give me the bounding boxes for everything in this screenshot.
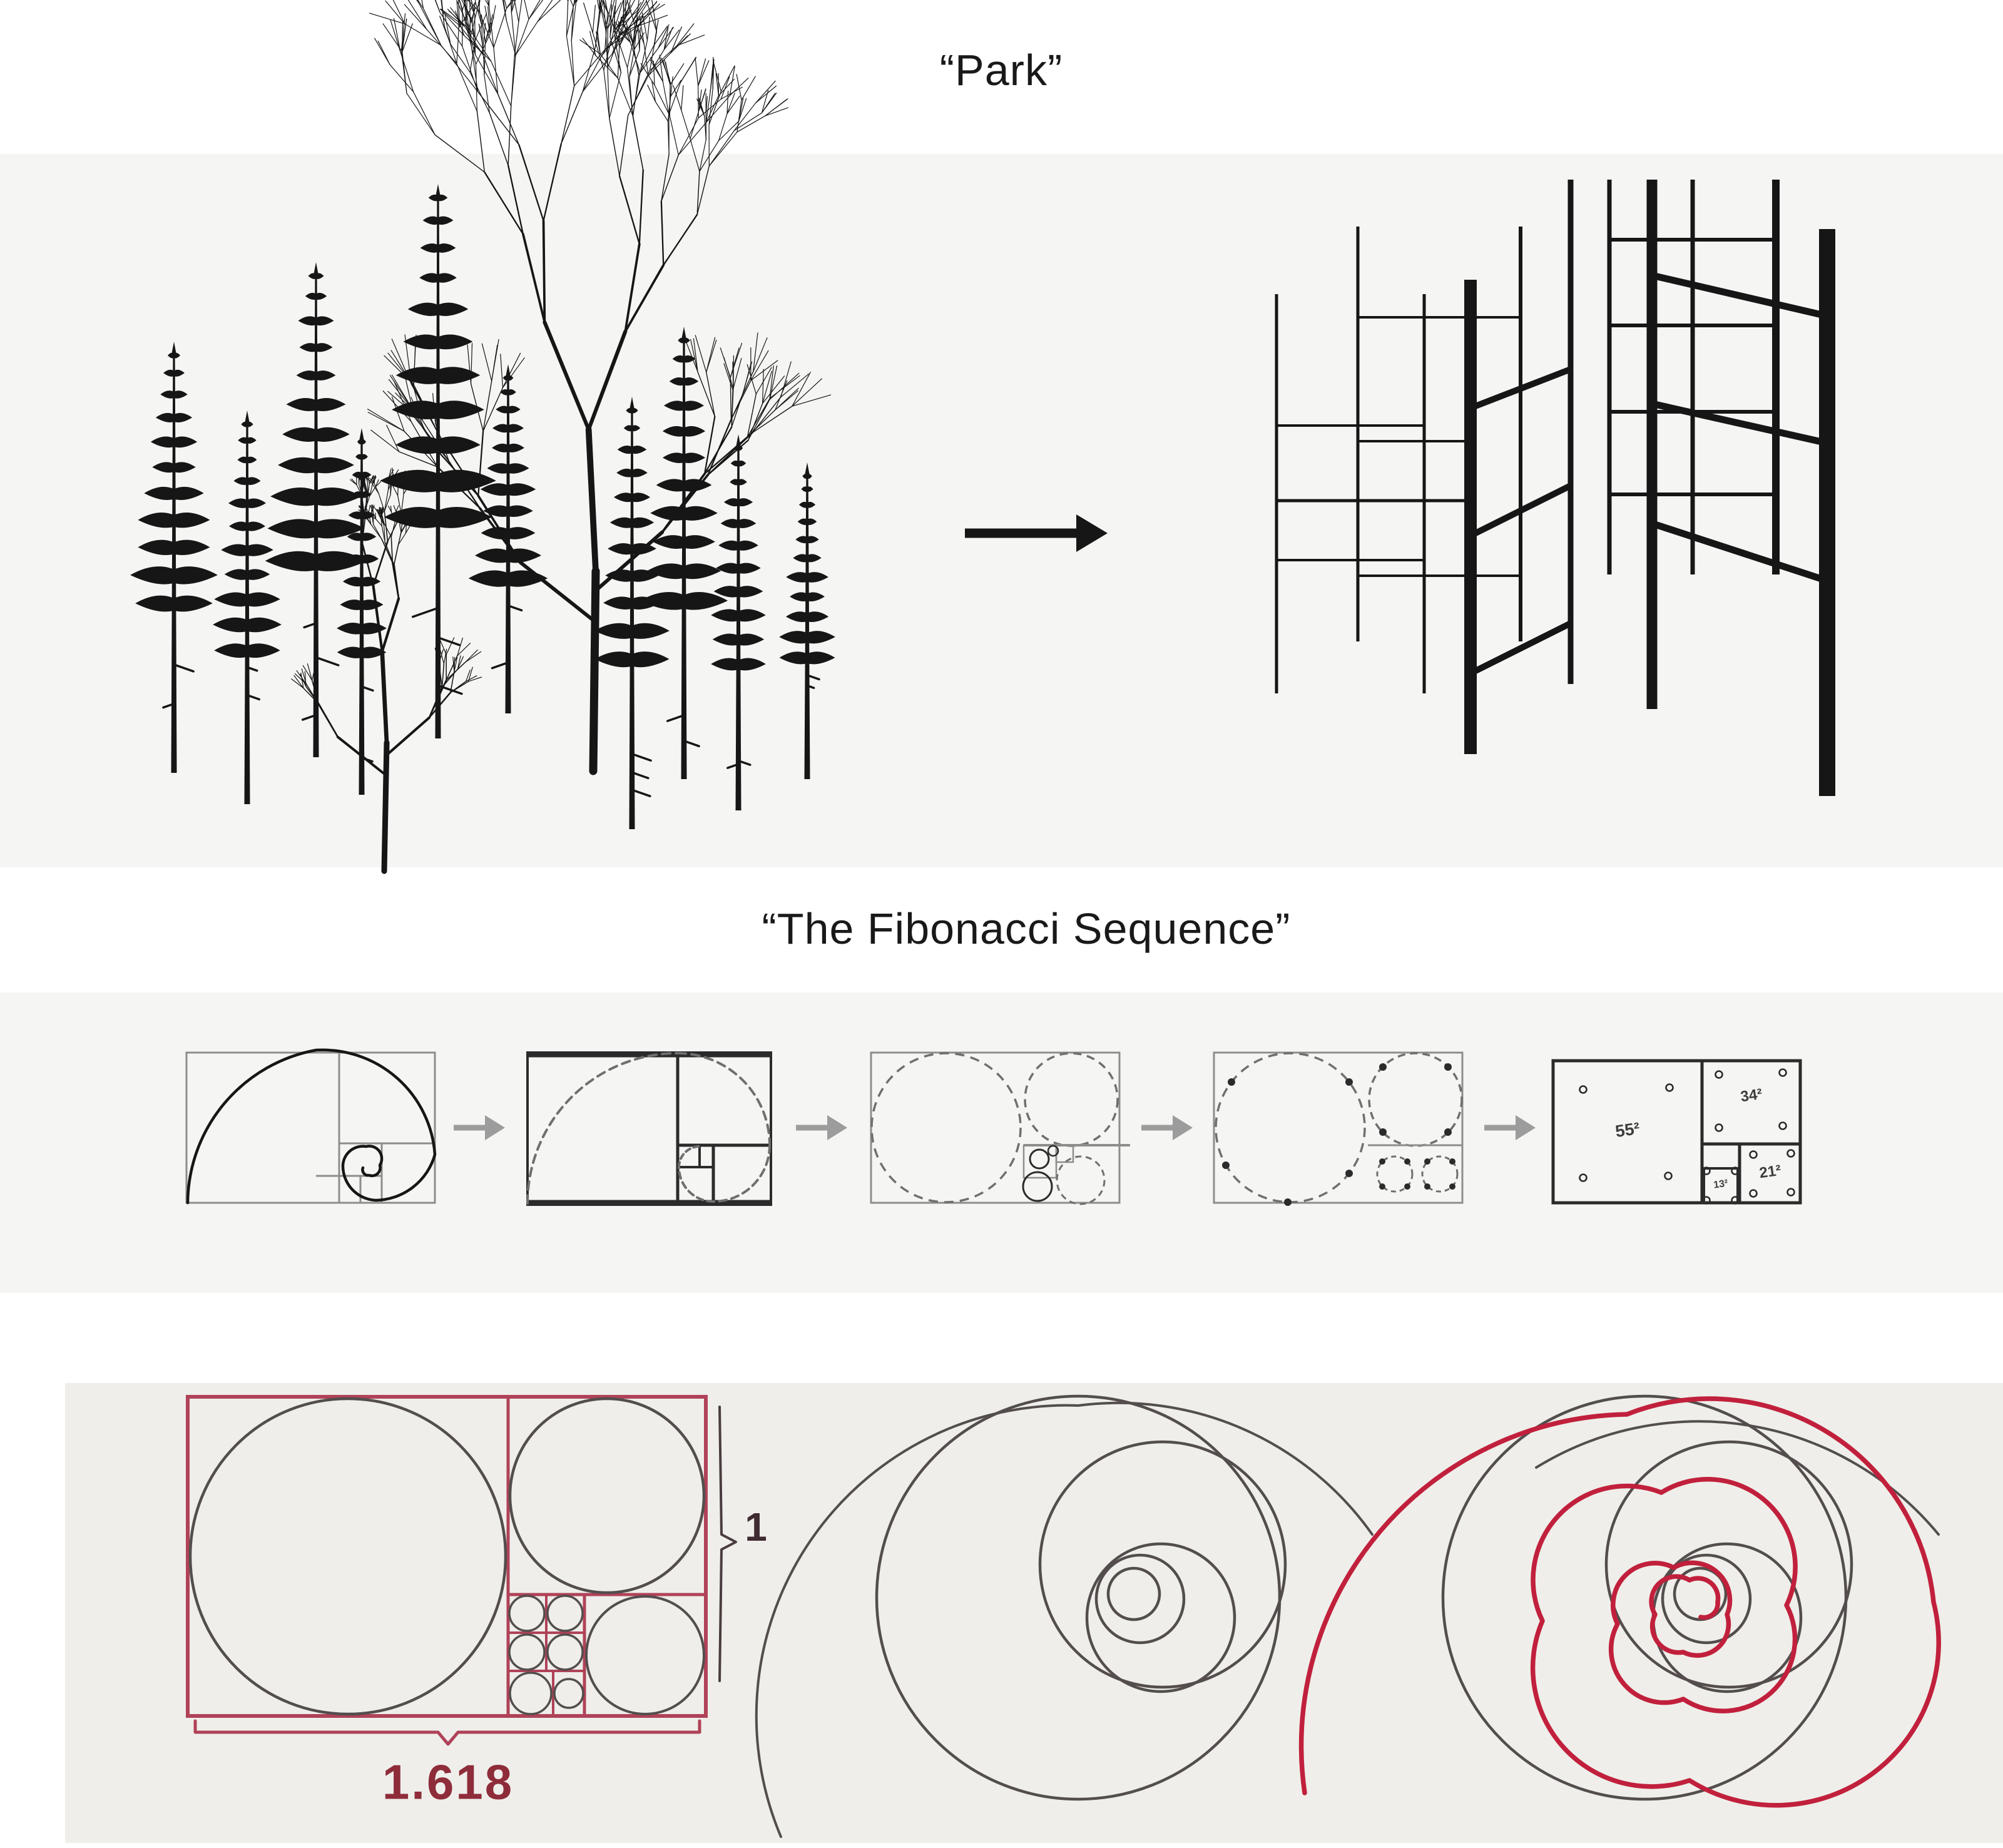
fibonacci-title: “The Fibonacci Sequence” — [762, 904, 1291, 953]
fibonacci-step-5 — [1551, 1059, 1802, 1205]
label-55-squared: 55² — [1614, 1118, 1641, 1141]
label-13-squared: 13² — [1713, 1178, 1729, 1191]
sequence-step-arrows — [454, 1115, 1536, 1140]
fibonacci-step-2 — [526, 1051, 772, 1206]
label-34-squared: 34² — [1739, 1085, 1763, 1106]
fibonacci-panel-background — [0, 993, 2003, 1293]
label-21-squared: 21² — [1758, 1161, 1782, 1182]
golden-height-label: 1 — [745, 1504, 767, 1549]
circle-spiral-figure — [755, 1394, 1374, 1838]
golden-rectangle-figure — [186, 1395, 737, 1746]
spiral-panel-background — [65, 1383, 2003, 1843]
fibonacci-step-3 — [870, 1051, 1130, 1205]
fibonacci-step-1 — [185, 1048, 437, 1205]
abstract-trees-illustration — [1275, 180, 1835, 796]
forest-illustration — [130, 0, 835, 874]
fibonacci-step-4 — [1213, 1051, 1464, 1206]
park-panel-background — [0, 154, 2003, 867]
park-title: “Park” — [939, 46, 1063, 94]
golden-width-label: 1.618 — [382, 1754, 514, 1810]
park-arrow-illustration — [965, 514, 1108, 552]
red-spiral-figure — [1298, 1394, 1941, 1808]
